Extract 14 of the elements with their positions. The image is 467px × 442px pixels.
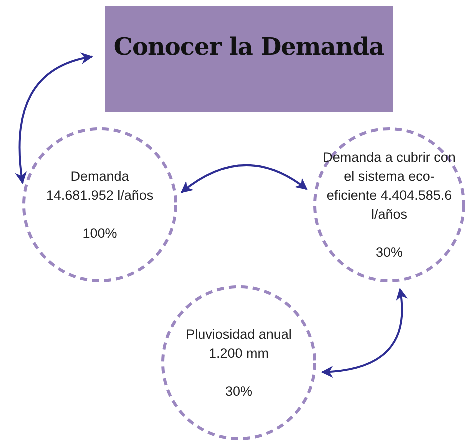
node-text: 100%	[82, 225, 118, 243]
node-text: 30%	[225, 383, 253, 401]
node-text: 30%	[376, 244, 404, 262]
node-text: Demanda 14.681.952 l/años	[45, 168, 155, 205]
node-text: Demanda a cubrir con el sistema eco-eficiente 4.404.585.6 l/años	[322, 149, 457, 224]
node-text: Pluviosidad anual 1.200 mm	[185, 326, 293, 363]
dashed-circle	[22, 127, 178, 283]
dashed-circle	[313, 127, 466, 283]
curved-arrow	[321, 288, 408, 378]
curved-arrow	[16, 53, 94, 184]
dashed-circle	[161, 285, 317, 441]
title-text: Conocer la Demanda	[114, 32, 384, 61]
curved-arrow	[180, 164, 308, 194]
title-box	[105, 6, 393, 112]
